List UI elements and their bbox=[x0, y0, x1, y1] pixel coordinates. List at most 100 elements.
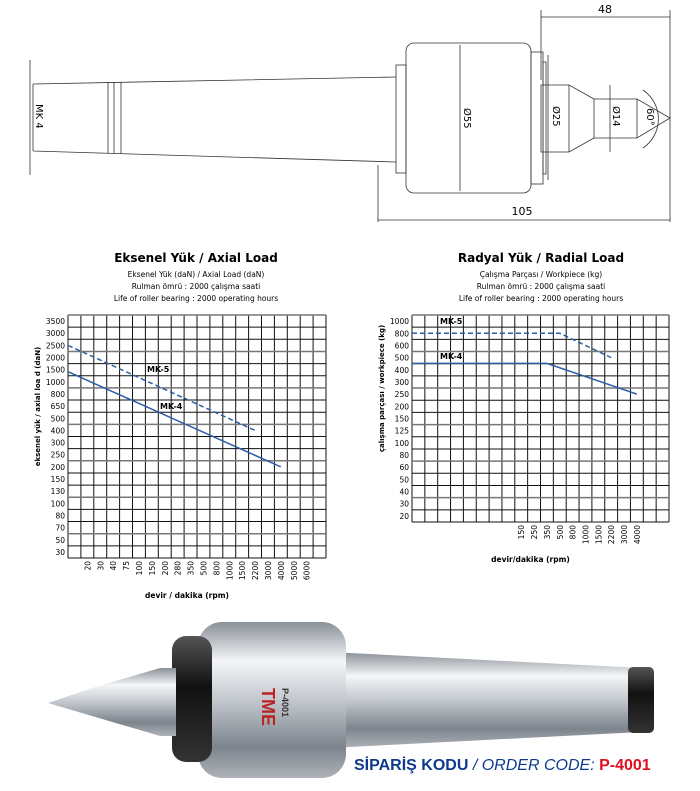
y-tick-label: 60 bbox=[399, 463, 409, 472]
chart-subtitle: Rulman ömrü : 2000 çalışma saati bbox=[477, 282, 605, 291]
x-tick-label: 500 bbox=[556, 525, 565, 540]
series-label: MK-5 bbox=[440, 317, 463, 326]
chart-title: Radyal Yük / Radial Load bbox=[458, 251, 624, 265]
y-tick-label: 20 bbox=[399, 512, 409, 521]
x-tick-label: 800 bbox=[569, 525, 578, 540]
x-tick-label: 200 bbox=[161, 561, 170, 576]
y-tick-label: 200 bbox=[395, 402, 410, 411]
y-tick-label: 500 bbox=[51, 414, 66, 423]
x-tick-label: 1000 bbox=[581, 525, 590, 544]
shank-outline bbox=[32, 76, 397, 163]
x-tick-label: 1500 bbox=[238, 561, 247, 580]
x-tick-label: 6000 bbox=[303, 561, 312, 580]
chart-subtitle: Life of roller bearing : 2000 operating … bbox=[114, 294, 278, 303]
y-axis-label: eksenel yük / axial loa d (daN) bbox=[34, 347, 42, 467]
series-mk-5 bbox=[67, 344, 256, 432]
x-tick-label: 500 bbox=[199, 561, 208, 576]
y-tick-label: 150 bbox=[51, 475, 66, 484]
x-axis-label: devir / dakika (rpm) bbox=[145, 591, 229, 600]
dim-48: 48 bbox=[598, 3, 612, 16]
x-tick-label: 5000 bbox=[290, 561, 299, 580]
dia-25: Ø25 bbox=[550, 106, 562, 127]
y-tick-label: 400 bbox=[51, 426, 66, 435]
y-tick-label: 150 bbox=[395, 415, 410, 424]
order-code-value: P-4001 bbox=[599, 757, 651, 774]
x-tick-label: 20 bbox=[83, 561, 92, 571]
y-tick-label: 130 bbox=[51, 487, 66, 496]
chart-subtitle: Eksenel Yük (daN) / Axial Load (daN) bbox=[128, 270, 265, 279]
y-tick-label: 80 bbox=[399, 451, 409, 460]
x-tick-label: 1500 bbox=[594, 525, 603, 544]
x-tick-label: 4000 bbox=[633, 525, 642, 544]
y-tick-label: 250 bbox=[395, 390, 410, 399]
x-tick-label: 30 bbox=[96, 561, 105, 571]
series-label: MK-5 bbox=[147, 365, 170, 374]
y-tick-label: 100 bbox=[51, 499, 66, 508]
series-label: MK-4 bbox=[160, 402, 183, 411]
y-tick-label: 1500 bbox=[46, 366, 65, 375]
seal-ring bbox=[172, 636, 212, 762]
y-tick-label: 500 bbox=[395, 354, 410, 363]
y-tick-label: 80 bbox=[55, 511, 65, 520]
technical-drawing: 48 105 MK 4 Ø55 Ø25 Ø14 60° bbox=[29, 3, 671, 222]
x-tick-label: 350 bbox=[543, 525, 552, 540]
x-tick-label: 350 bbox=[187, 561, 196, 576]
live-center-cone bbox=[48, 668, 176, 736]
brand-logo: TME bbox=[258, 688, 278, 726]
x-tick-label: 3000 bbox=[620, 525, 629, 544]
x-tick-label: 150 bbox=[517, 525, 526, 540]
chart-subtitle: Life of roller bearing : 2000 operating … bbox=[459, 294, 623, 303]
series-mk-4 bbox=[412, 362, 638, 395]
x-tick-label: 4000 bbox=[277, 561, 286, 580]
y-tick-label: 1000 bbox=[390, 317, 409, 326]
series-mk-4 bbox=[67, 371, 282, 468]
model-engraving: P-4001 bbox=[280, 688, 290, 717]
chart-title: Eksenel Yük / Axial Load bbox=[114, 251, 278, 265]
x-tick-label: 1000 bbox=[225, 561, 234, 580]
x-tick-label: 40 bbox=[109, 561, 118, 571]
y-tick-label: 300 bbox=[395, 378, 410, 387]
y-tick-label: 1000 bbox=[46, 378, 65, 387]
y-tick-label: 200 bbox=[51, 463, 66, 472]
y-tick-label: 30 bbox=[399, 500, 409, 509]
y-tick-label: 2000 bbox=[46, 354, 65, 363]
dim-105: 105 bbox=[512, 205, 533, 218]
y-tick-label: 650 bbox=[51, 402, 66, 411]
y-tick-label: 250 bbox=[51, 451, 66, 460]
series-label: MK-4 bbox=[440, 352, 463, 361]
y-tick-label: 800 bbox=[51, 390, 66, 399]
taper-shank bbox=[330, 652, 640, 748]
y-tick-label: 2500 bbox=[46, 341, 65, 350]
x-axis-label: devir/dakika (rpm) bbox=[491, 555, 570, 564]
y-tick-label: 3000 bbox=[46, 329, 65, 338]
x-tick-label: 75 bbox=[122, 561, 131, 571]
y-tick-label: 300 bbox=[51, 439, 66, 448]
chart-subtitle: Çalışma Parçası / Workpiece (kg) bbox=[480, 270, 603, 279]
order-label-tr: SİPARİŞ KODU bbox=[354, 757, 469, 774]
shank-end-ring bbox=[628, 667, 654, 733]
order-label-en: ORDER CODE: bbox=[481, 757, 595, 774]
chart-subtitle: Rulman ömrü : 2000 çalışma saati bbox=[132, 282, 260, 291]
y-tick-label: 50 bbox=[399, 475, 409, 484]
x-tick-label: 3000 bbox=[264, 561, 273, 580]
y-tick-label: 125 bbox=[395, 427, 410, 436]
x-tick-label: 2200 bbox=[251, 561, 260, 580]
y-tick-label: 40 bbox=[399, 488, 409, 497]
y-tick-label: 600 bbox=[395, 341, 410, 350]
x-tick-label: 2200 bbox=[607, 525, 616, 544]
y-axis-label: çalışma parçası / workpiece (kg) bbox=[378, 325, 386, 452]
shank-label: MK 4 bbox=[33, 104, 44, 129]
y-tick-label: 70 bbox=[55, 524, 65, 533]
y-tick-label: 800 bbox=[395, 329, 410, 338]
x-tick-label: 800 bbox=[212, 561, 221, 576]
series-mk-5 bbox=[412, 332, 612, 359]
x-tick-label: 100 bbox=[135, 561, 144, 576]
tip-angle: 60° bbox=[644, 108, 655, 126]
x-tick-label: 250 bbox=[530, 525, 539, 540]
y-tick-label: 400 bbox=[395, 366, 410, 375]
dia-14: Ø14 bbox=[610, 106, 622, 127]
body-cylinder bbox=[198, 622, 346, 778]
y-tick-label: 3500 bbox=[46, 317, 65, 326]
y-tick-label: 30 bbox=[55, 548, 65, 557]
